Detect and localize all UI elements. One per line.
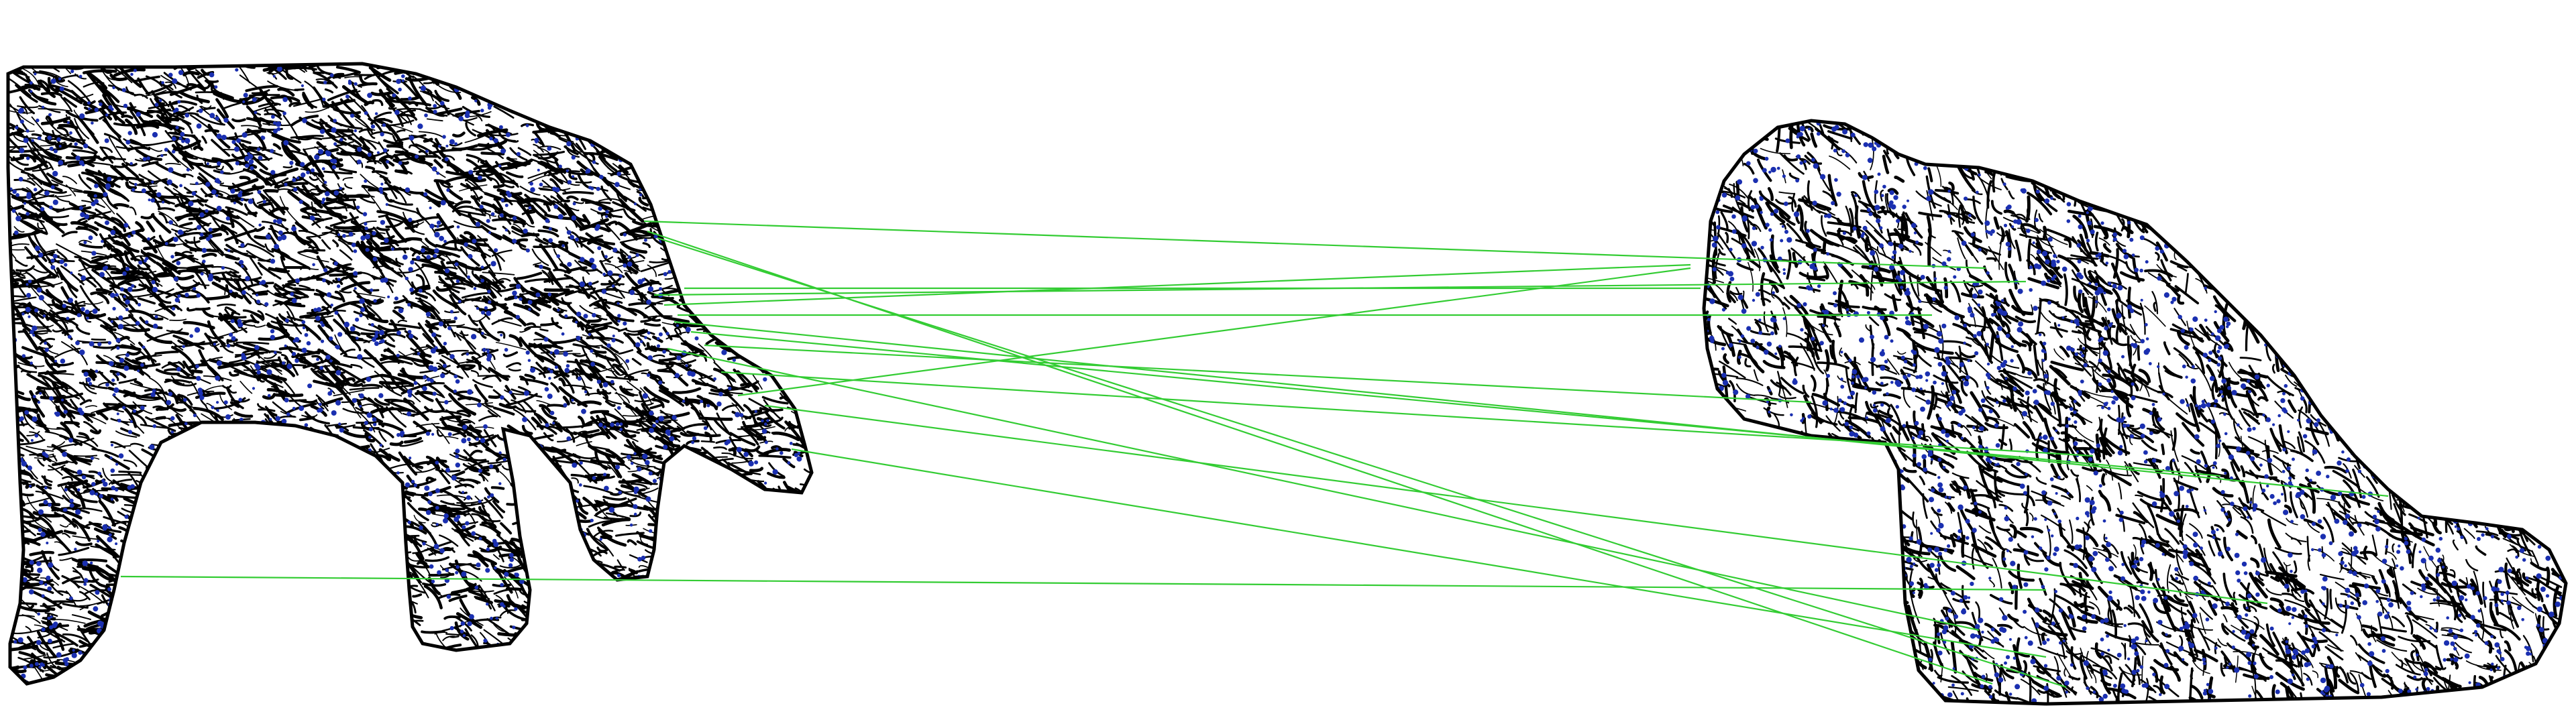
match-line-5	[663, 263, 1691, 306]
left-shape-outline	[6, 62, 814, 686]
match-line-8	[704, 344, 1812, 404]
match-line-1	[643, 220, 1986, 269]
left-shape	[6, 62, 814, 686]
match-line-12	[791, 448, 2047, 658]
match-line-16	[667, 347, 1980, 631]
match-line-11	[764, 404, 2268, 605]
match-line-3	[657, 237, 2067, 688]
left-shape-fill	[8, 64, 812, 684]
match-line-15	[674, 320, 2389, 497]
match-line-10	[737, 267, 1691, 397]
match-line-13	[120, 575, 2047, 591]
right-shape-outline	[1702, 119, 2568, 706]
match-line-9	[720, 371, 2094, 457]
match-lines	[120, 220, 2389, 688]
match-line-7	[690, 330, 2221, 477]
